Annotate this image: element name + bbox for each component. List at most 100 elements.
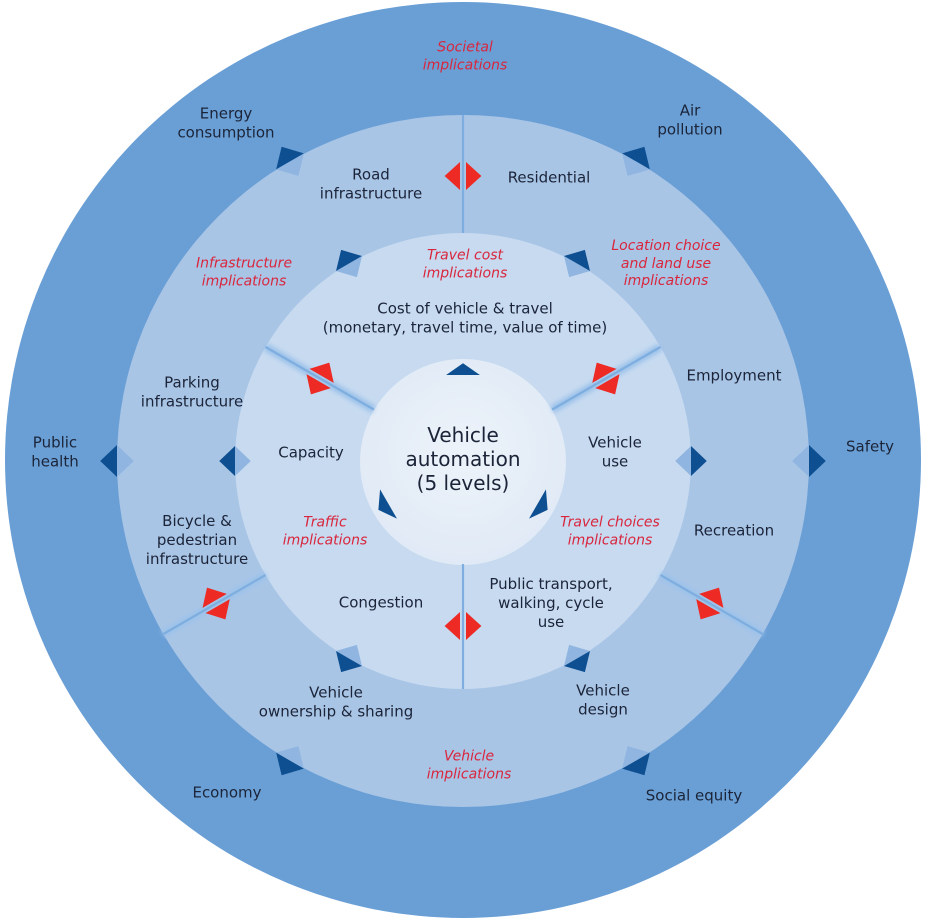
center-line: Vehicle (427, 423, 499, 447)
arrow-outward-icon (446, 363, 480, 375)
marker-light-half-icon (622, 153, 650, 176)
node-vehicle-ownership-sharing: Vehicle ownership & sharing (259, 683, 413, 721)
node-energy-consumption: Energy consumption (177, 104, 274, 142)
node-line: Social equity (645, 786, 743, 805)
implication-travel-cost: Travel cost implications (423, 248, 508, 283)
arrow-outward-icon (809, 445, 826, 477)
node-line: (monetary, travel time, value of time) (322, 318, 608, 336)
node-air-pollution: Air pollution (657, 101, 722, 139)
node-line: Economy (192, 783, 262, 802)
arrow-outward-icon (276, 146, 304, 170)
node-line: ownership & sharing (258, 702, 414, 720)
arrow-outward-icon (100, 445, 117, 477)
node-line: Public transport, (489, 574, 613, 593)
red-arrow-icon (444, 162, 460, 190)
marker-light-half-icon (276, 746, 304, 769)
implication-line: Travel choices (560, 514, 660, 531)
node-line: Recreation (693, 521, 775, 540)
implication-vehicle: Vehicle implications (427, 749, 512, 784)
marker-light-half-icon (792, 445, 809, 477)
red-arrow-icon (205, 599, 230, 620)
arrow-outward-icon (219, 446, 235, 476)
implication-line: Infrastructure (195, 255, 293, 272)
node-line: Capacity (278, 443, 344, 462)
arrow-outward-icon (529, 489, 548, 519)
implication-line: Societal (437, 39, 493, 56)
node-line: Cost of vehicle & travel (377, 299, 553, 318)
node-social-equity: Social equity (646, 787, 742, 806)
node-line: Employment (686, 366, 782, 385)
node-line: Energy (199, 104, 253, 123)
node-line: walking, cycle (498, 593, 604, 612)
node-capacity: Capacity (278, 444, 344, 463)
node-line: infrastructure (319, 184, 423, 202)
node-line: infrastructure (145, 549, 249, 568)
node-line: Bicycle & (162, 511, 232, 530)
node-line: pollution (657, 120, 723, 138)
marker-light-half-icon (675, 446, 691, 476)
implication-infrastructure: Infrastructure implications (196, 256, 292, 291)
node-line: use (601, 452, 629, 470)
red-arrow-icon (306, 374, 331, 395)
marker-light-half-icon (276, 153, 304, 176)
marker-light-half-icon (336, 644, 362, 666)
node-recreation: Recreation (694, 522, 774, 541)
node-residential: Residential (508, 169, 591, 188)
ring-divider (551, 346, 662, 411)
node-safety: Safety (846, 438, 894, 457)
node-line: pedestrian (156, 530, 238, 549)
connection-markers (100, 146, 826, 776)
implication-line: implications (623, 272, 709, 289)
node-line: design (578, 700, 628, 718)
node-line: Air (679, 101, 701, 120)
red-arrow-icon (696, 599, 721, 620)
center-line: (5 levels) (416, 471, 510, 495)
ring-dividers (161, 115, 765, 689)
node-line: Vehicle (588, 433, 642, 452)
implication-line: implications (422, 265, 508, 281)
implication-traffic: Traffic implications (283, 515, 368, 550)
implication-line: Traffic (303, 514, 347, 531)
implication-line: implications (422, 57, 508, 73)
arrow-outward-icon (564, 650, 590, 673)
marker-light-half-icon (564, 256, 590, 278)
implication-location-choice: Location choice and land use implication… (611, 238, 720, 291)
implication-line: implications (282, 532, 368, 548)
arrow-outward-icon (622, 146, 650, 170)
ring-divider (162, 574, 267, 635)
red-arrow-icon (699, 587, 724, 608)
marker-light-half-icon (622, 746, 650, 769)
node-public-transport: Public transport, walking, cycle use (489, 575, 612, 631)
node-employment: Employment (686, 367, 781, 386)
node-line: Congestion (338, 593, 424, 612)
arrow-outward-icon (336, 650, 362, 673)
center-label: Vehicle automation (5 levels) (405, 423, 520, 495)
node-vehicle-use: Vehicle use (588, 433, 642, 471)
arrow-outward-icon (691, 446, 707, 476)
implication-line: and land use (620, 255, 712, 272)
marker-light-half-icon (235, 446, 251, 476)
node-cost-of-vehicle-travel: Cost of vehicle & travel (monetary, trav… (323, 299, 607, 337)
center-line: automation (405, 447, 521, 471)
node-line: Vehicle (576, 681, 630, 700)
arrow-outward-icon (378, 489, 397, 519)
implication-societal: Societal implications (423, 40, 508, 75)
implication-travel-choices: Travel choices implications (560, 515, 660, 550)
node-line: Road (352, 165, 390, 184)
node-congestion: Congestion (339, 594, 423, 613)
node-vehicle-design: Vehicle design (576, 681, 630, 719)
implication-line: implications (201, 273, 287, 289)
marker-light-half-icon (564, 644, 590, 666)
node-line: Public (32, 433, 78, 452)
red-arrow-icon (592, 362, 617, 383)
node-line: infrastructure (140, 392, 244, 410)
node-line: health (31, 452, 79, 470)
node-parking-infrastructure: Parking infrastructure (141, 373, 243, 411)
red-arrow-icon (466, 612, 482, 640)
implication-line: Vehicle (443, 748, 495, 765)
marker-light-half-icon (336, 256, 362, 278)
node-bicycle-pedestrian-infrastructure: Bicycle & pedestrian infrastructure (146, 512, 248, 568)
ring-divider (659, 574, 764, 635)
red-arrow-icon (202, 587, 227, 608)
implication-line: Travel cost (426, 247, 504, 264)
